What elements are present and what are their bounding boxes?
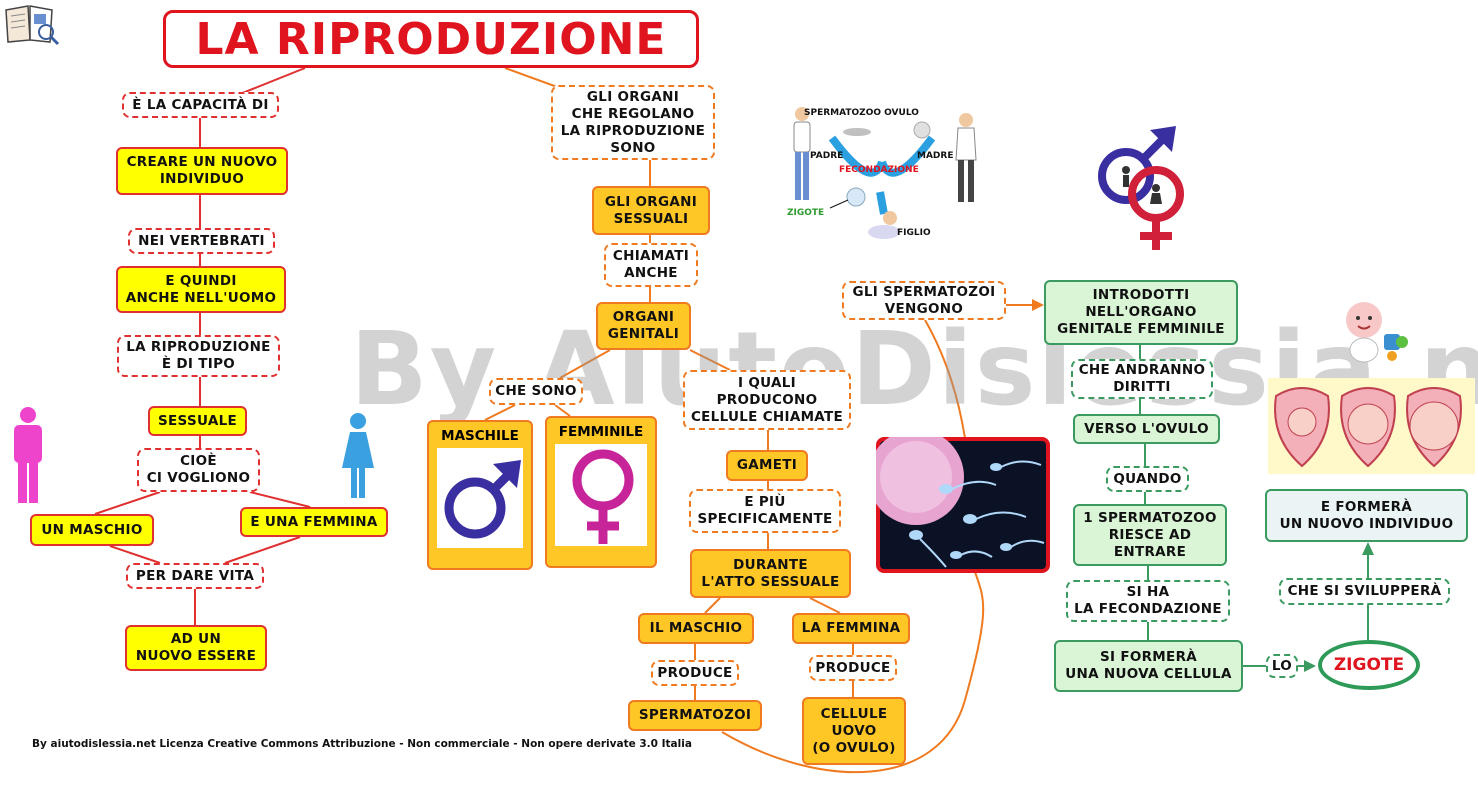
- node-i-quali: I QUALI PRODUCONO CELLULE CHIAMATE: [683, 370, 851, 430]
- node-organi-genitali: ORGANI GENITALI: [596, 302, 691, 350]
- fertilization-illustration: [793, 107, 977, 239]
- node-quindi-uomo: E QUINDI ANCHE NELL'UOMO: [116, 266, 286, 313]
- node-che-sono: CHE SONO: [489, 378, 583, 405]
- card-femminile-panel: [555, 444, 647, 546]
- node-piu-specificamente: E PIÙ SPECIFICAMENTE: [689, 489, 841, 533]
- node-riesce-entrare: 1 SPERMATOZOO RIESCE AD ENTRARE: [1073, 504, 1227, 566]
- label-madre: MADRE: [917, 151, 954, 161]
- node-maschio: UN MASCHIO: [30, 514, 154, 546]
- node-andranno-diritti: CHE ANDRANNO DIRITTI: [1071, 359, 1213, 399]
- female-symbol-icon: [572, 449, 634, 544]
- label-spermatozoo-ovulo: SPERMATOZOO OVULO: [804, 108, 919, 118]
- node-formera-individuo: E FORMERÀ UN NUOVO INDIVIDUO: [1265, 489, 1468, 542]
- sperm-photo: [876, 437, 1050, 573]
- node-fecondazione: SI HA LA FECONDAZIONE: [1066, 580, 1230, 622]
- node-dare-vita: PER DARE VITA: [126, 563, 264, 589]
- node-produce-maschio: PRODUCE: [651, 660, 739, 686]
- node-gameti: GAMETI: [726, 450, 808, 481]
- card-maschile-label: MASCHILE: [441, 428, 519, 444]
- female-figure-icon: [342, 413, 374, 498]
- node-spermatozoi: SPERMATOZOI: [628, 700, 762, 731]
- node-cellule-uovo: CELLULE UOVO (O OVULO): [802, 697, 906, 765]
- male-figure-icon: [14, 407, 42, 503]
- node-organi-sessuali: GLI ORGANI SESSUALI: [592, 186, 710, 235]
- label-padre: PADRE: [810, 151, 844, 161]
- label-fecondazione: FECONDAZIONE: [839, 165, 919, 175]
- node-formera-cellula: SI FORMERÀ UNA NUOVA CELLULA: [1054, 640, 1243, 692]
- node-lo: LO: [1266, 654, 1298, 678]
- node-creare-individuo: CREARE UN NUOVO INDIVIDUO: [116, 147, 288, 195]
- node-organi-regolano: GLI ORGANI CHE REGOLANO LA RIPRODUZIONE …: [551, 85, 715, 160]
- card-maschile: MASCHILE: [427, 420, 533, 570]
- node-il-maschio: IL MASCHIO: [638, 613, 754, 644]
- page-title: LA RIPRODUZIONE: [163, 10, 699, 68]
- node-sviluppera: CHE SI SVILUPPERÀ: [1279, 578, 1450, 605]
- node-introdotti: INTRODOTTI NELL'ORGANO GENITALE FEMMINIL…: [1044, 280, 1238, 345]
- node-tipo: LA RIPRODUZIONE È DI TIPO: [117, 335, 280, 377]
- node-zigote: ZIGOTE: [1318, 640, 1420, 690]
- book-magnifier-icon: [5, 5, 60, 46]
- node-chiamati-anche: CHIAMATI ANCHE: [604, 243, 698, 287]
- node-produce-femmina: PRODUCE: [809, 655, 897, 681]
- node-quando: QUANDO: [1106, 466, 1189, 492]
- node-la-femmina: LA FEMMINA: [792, 613, 910, 644]
- card-femminile-label: FEMMINILE: [558, 424, 644, 440]
- node-cioe: CIOÈ CI VOGLIONO: [137, 448, 260, 492]
- node-vertebrati: NEI VERTEBRATI: [128, 228, 275, 254]
- male-symbol-icon: [444, 460, 521, 539]
- node-durante-atto: DURANTE L'ATTO SESSUALE: [690, 549, 851, 598]
- card-femminile: FEMMINILE: [545, 416, 657, 568]
- node-nuovo-essere: AD UN NUOVO ESSERE: [125, 625, 267, 671]
- pregnancy-stages-illustration: [1268, 378, 1475, 474]
- node-capacita: È LA CAPACITÀ DI: [122, 92, 279, 118]
- baby-illustration: [1346, 302, 1408, 363]
- label-zigote-small: ZIGOTE: [787, 208, 825, 218]
- label-figlio: FIGLIO: [897, 228, 931, 238]
- gender-symbols-icon: [1098, 126, 1184, 250]
- card-maschile-panel: [437, 448, 523, 548]
- node-verso-ovulo: VERSO L'OVULO: [1073, 414, 1220, 444]
- license-footer: By aiutodislessia.net Licenza Creative C…: [32, 738, 692, 750]
- node-sessuale: SESSUALE: [148, 406, 247, 436]
- node-vengono: GLI SPERMATOZOI VENGONO: [842, 281, 1006, 320]
- node-femmina: E UNA FEMMINA: [240, 507, 388, 537]
